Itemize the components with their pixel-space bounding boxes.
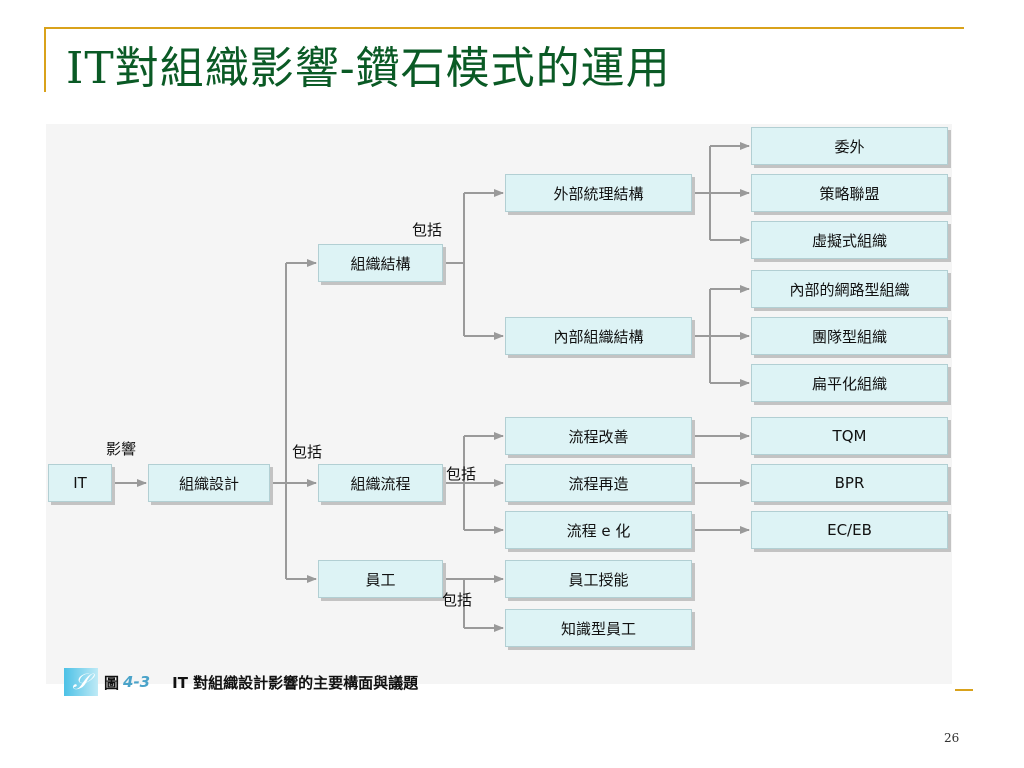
node-process-reengineering: 流程再造 <box>505 464 692 502</box>
node-empowerment: 員工授能 <box>505 560 692 598</box>
label-include-process: 包括 <box>446 465 477 483</box>
slide-title: IT對組織影響-鑽石模式的運用 <box>66 43 671 94</box>
right-accent-line <box>955 689 973 691</box>
figure-caption-text: IT 對組織設計影響的主要構面與議題 <box>172 673 419 692</box>
diagram-panel <box>46 124 952 684</box>
node-team-org: 團隊型組織 <box>751 317 948 355</box>
node-org-design: 組織設計 <box>148 464 270 502</box>
node-bpr: BPR <box>751 464 948 502</box>
node-tqm: TQM <box>751 417 948 455</box>
node-strategic-alliance: 策略聯盟 <box>751 174 948 212</box>
left-accent-line <box>44 28 46 92</box>
node-org-process: 組織流程 <box>318 464 443 502</box>
figure-caption: 𝒮 圖 4-3 IT 對組織設計影響的主要構面與議題 <box>64 666 418 698</box>
node-ec-eb: EC/EB <box>751 511 948 549</box>
node-it: IT <box>48 464 112 502</box>
node-org-structure: 組織結構 <box>318 244 443 282</box>
label-include-employee: 包括 <box>442 591 473 609</box>
figure-badge-icon: 𝒮 <box>64 668 98 696</box>
page-number: 26 <box>944 731 960 745</box>
node-internal-structure: 內部組織結構 <box>505 317 692 355</box>
node-internal-network-org: 內部的網路型組織 <box>751 270 948 308</box>
node-process-e: 流程 e 化 <box>505 511 692 549</box>
node-outsourcing: 委外 <box>751 127 948 165</box>
node-process-improvement: 流程改善 <box>505 417 692 455</box>
label-influence: 影響 <box>106 440 137 458</box>
figure-label: 圖 <box>104 673 120 692</box>
node-employee: 員工 <box>318 560 443 598</box>
label-include-structure: 包括 <box>412 221 443 239</box>
figure-number: 4-3 <box>123 673 151 691</box>
node-virtual-org: 虛擬式組織 <box>751 221 948 259</box>
node-external-structure: 外部統理結構 <box>505 174 692 212</box>
node-flat-org: 扁平化組織 <box>751 364 948 402</box>
label-include-design: 包括 <box>292 443 323 461</box>
top-accent-line <box>44 27 964 29</box>
node-knowledge-worker: 知識型員工 <box>505 609 692 647</box>
